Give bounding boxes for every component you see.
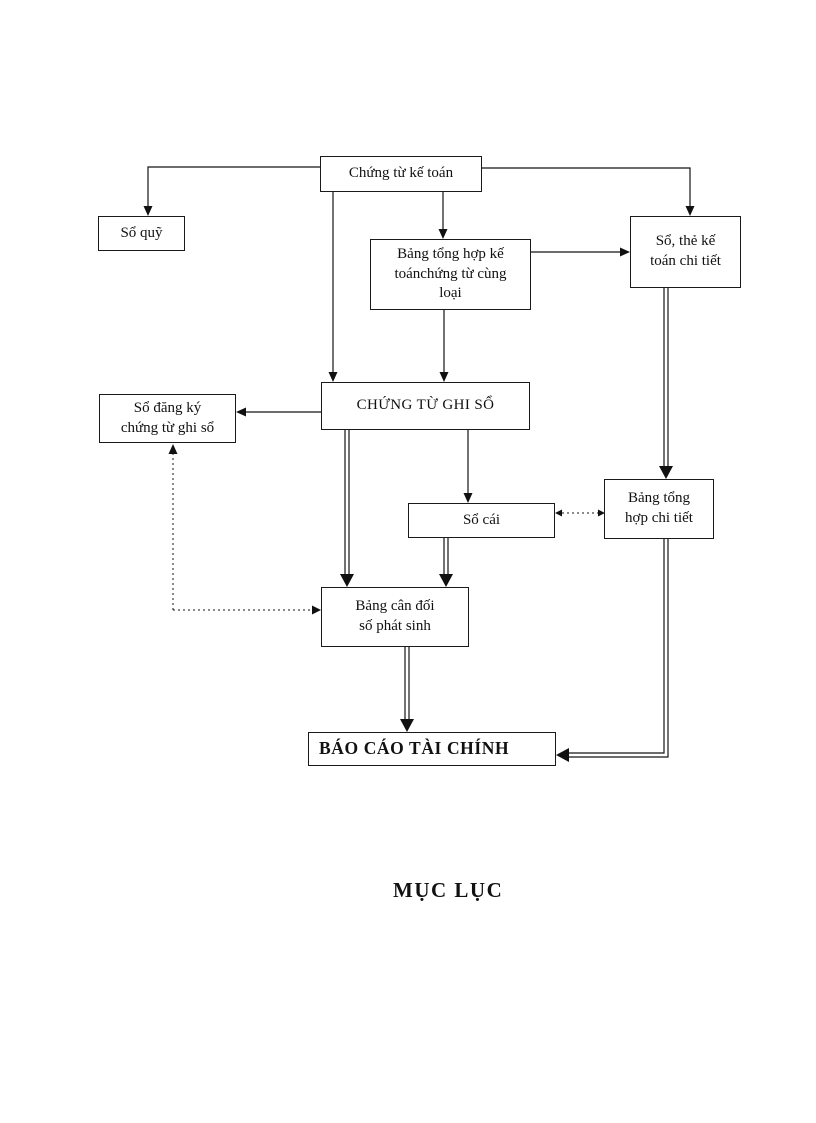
edge-bangtonghop-to-sothe	[531, 247, 630, 257]
node-so-the-ke-toan-chi-tiet: Sổ, thẻ kế toán chi tiết	[630, 216, 741, 288]
edge-bangcandoi-to-baocao	[400, 647, 414, 732]
edge-chungtu-to-chungtughiso	[328, 192, 338, 382]
node-bao-cao-tai-chinh: BÁO CÁO TÀI CHÍNH	[308, 732, 556, 766]
node-so-cai: Sổ cái	[408, 503, 555, 538]
edge-chungtughiso-to-sodangky	[236, 407, 321, 417]
edge-chungtughiso-to-bangcandoi	[340, 430, 354, 587]
edge-bangtonghop-to-chungtughiso	[439, 310, 449, 382]
edge-socai-to-bangcandoi	[439, 538, 453, 587]
node-chung-tu-ghi-so: CHỨNG TỪ GHI SỔ	[321, 382, 530, 430]
node-bang-tong-hop-ke-toan: Bảng tổng hợp kế toánchứng từ cùng loại	[370, 239, 531, 310]
edge-chungtu-to-soquy	[143, 166, 320, 216]
edge-sothe-to-bangtonghopchitiet	[659, 288, 673, 479]
node-chung-tu-ke-toan: Chứng từ kế toán	[320, 156, 482, 192]
node-bang-can-doi-so-phat-sinh: Bảng cân đối số phát sinh	[321, 587, 469, 647]
edge-bangtonghopchitiet-to-baocao	[556, 539, 669, 762]
edge-bangcandoi-to-sodangky-dotted	[168, 444, 321, 615]
edge-chungtu-to-bangtonghop	[438, 192, 448, 239]
edge-chungtughiso-to-socai	[463, 430, 473, 503]
edge-socai-bangtonghopchitiet-dotted	[555, 509, 605, 517]
edge-chungtu-to-sothe	[482, 167, 695, 216]
node-so-quy: Sổ quỹ	[98, 216, 185, 251]
node-bang-tong-hop-chi-tiet: Bảng tổng hợp chi tiết	[604, 479, 714, 539]
section-title-muc-luc: MỤC LỤC	[393, 878, 504, 902]
node-so-dang-ky-chung-tu-ghi-so: Sổ đăng ký chứng từ ghi sổ	[99, 394, 236, 443]
